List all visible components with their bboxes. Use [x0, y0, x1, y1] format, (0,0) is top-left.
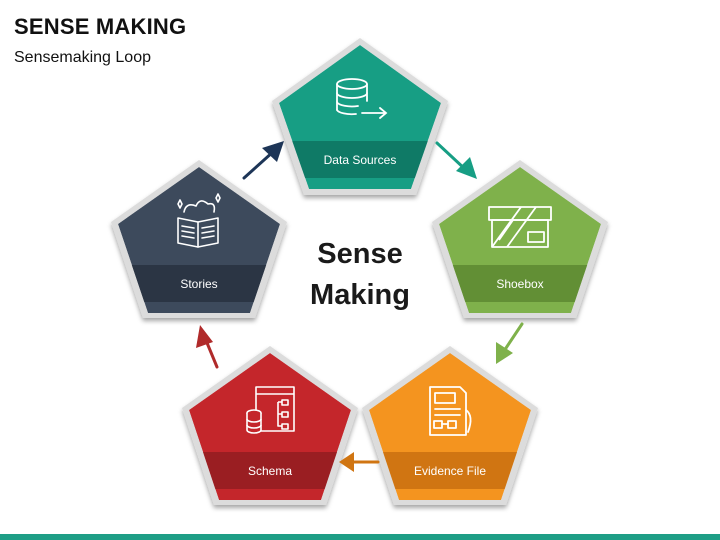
arrow-shoebox-to-evidence-file	[496, 322, 524, 364]
center-line-1: Sense	[317, 238, 403, 270]
arrow-data-sources-to-shoebox	[435, 141, 477, 179]
node-stories-band	[118, 265, 280, 302]
node-data-sources-band	[279, 141, 441, 178]
node-shoebox-label: Shoebox	[496, 277, 543, 291]
node-schema: Schema	[182, 346, 358, 505]
node-schema-label: Schema	[248, 464, 292, 478]
node-shoebox: Shoebox	[432, 160, 608, 318]
arrow-schema-to-stories	[196, 325, 219, 369]
center-line-2: Making	[310, 279, 410, 311]
node-stories: Stories	[111, 160, 287, 318]
node-evidence-file-label: Evidence File	[414, 464, 486, 478]
node-evidence-file: Evidence File	[362, 346, 538, 505]
box-icon	[488, 206, 552, 248]
node-shoebox-band	[439, 265, 601, 302]
database-arrow-icon	[336, 78, 388, 119]
schema-icon	[246, 386, 295, 434]
arrow-stories-to-data-sources	[242, 141, 284, 180]
node-schema-band	[189, 452, 351, 489]
center-text: Sense Making	[280, 234, 440, 316]
node-evidence-file-band	[369, 452, 531, 489]
arrow-evidence-file-to-schema	[339, 452, 380, 472]
node-data-sources: Data Sources	[272, 38, 448, 195]
bottom-accent-bar	[0, 534, 720, 540]
open-book-icon	[177, 193, 221, 248]
node-data-sources-label: Data Sources	[324, 153, 397, 167]
page-title: SENSE MAKING	[14, 14, 187, 39]
page-subtitle: Sensemaking Loop	[14, 49, 151, 66]
document-icon	[429, 386, 472, 436]
node-stories-label: Stories	[180, 277, 217, 291]
